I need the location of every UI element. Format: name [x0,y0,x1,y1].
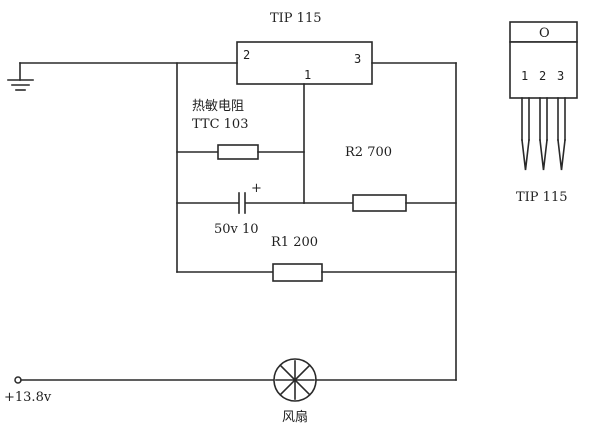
r2-label: R2 700 [345,145,392,160]
capacitor-polarity: + [251,181,262,196]
transistor-pin-3: 3 [354,52,361,66]
package-pin-2: 2 [539,69,546,83]
package-tab-mark: O [539,26,550,41]
fan-symbol [273,358,317,402]
r1-resistor [176,263,457,282]
supply-terminal [14,376,22,384]
package-pin-1: 1 [521,69,528,83]
transistor-pin-1: 1 [304,68,311,82]
to220-package [509,21,578,171]
ground-symbol [7,62,238,91]
thermistor-name: 热敏电阻 [192,99,244,114]
thermistor-model: TTC 103 [192,117,248,132]
transistor-pin-2: 2 [243,48,250,62]
package-pin-3: 3 [557,69,564,83]
supply-label: +13.8v [4,390,52,405]
package-label: TIP 115 [516,190,568,205]
capacitor-label: 50v 10 [214,222,259,237]
r1-label: R1 200 [271,235,318,250]
r2-resistor [303,194,457,212]
fan-label: 风扇 [282,409,308,425]
transistor-title: TIP 115 [270,11,322,26]
thermistor-resistor [176,144,305,160]
capacitor [176,192,305,214]
